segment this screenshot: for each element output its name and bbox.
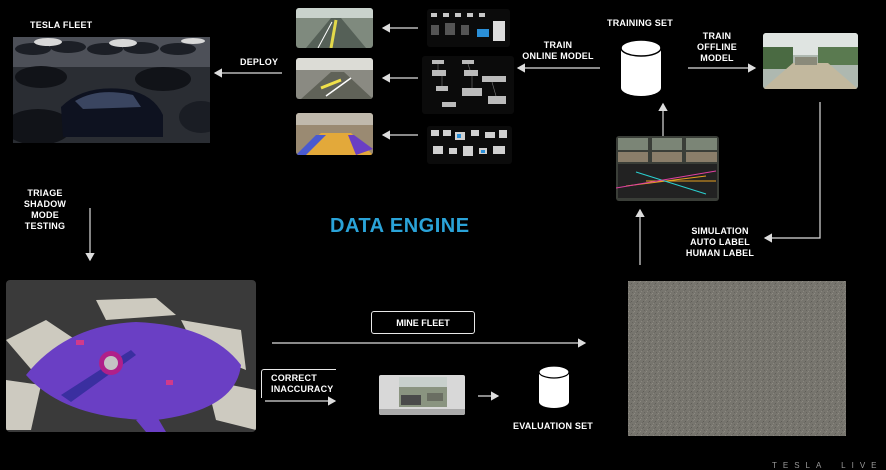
tesla-fleet-image <box>13 37 210 143</box>
correction-video-frame <box>379 375 465 415</box>
offline-road-image <box>763 33 858 89</box>
simulation-line-1: SIMULATION <box>691 226 749 236</box>
training-set-database-icon <box>620 39 662 96</box>
network-diagram-1 <box>427 9 510 47</box>
network-diagram-2 <box>422 56 514 114</box>
deploy-label: DEPLOY <box>240 57 279 67</box>
evaluation-set-database-icon <box>538 365 570 408</box>
data-engine-title: DATA ENGINE <box>330 215 470 237</box>
triage-line-1: TRIAGE <box>27 188 63 198</box>
training-set-label: TRAINING SET <box>607 18 673 28</box>
train-offline-line-2: OFFLINE <box>697 42 737 52</box>
tesla-fleet-label: TESLA FLEET <box>30 20 93 30</box>
brand-watermark: TESLA LIVE <box>772 461 882 470</box>
3d-reconstruction-image <box>6 280 256 432</box>
mine-fleet-box: MINE FLEET <box>371 311 475 334</box>
correct-line-2: INACCURACY <box>271 384 334 394</box>
triage-label: TRIAGE SHADOW MODE TESTING <box>18 188 72 232</box>
simulation-line-3: HUMAN LABEL <box>685 248 755 258</box>
train-online-line-2: ONLINE MODEL <box>522 51 594 61</box>
network-diagram-3 <box>427 126 512 164</box>
road-view-thumbnail-2 <box>296 58 373 99</box>
train-offline-label: TRAIN OFFLINE MODEL <box>692 31 742 64</box>
simulation-label: SIMULATION AUTO LABEL HUMAN LABEL <box>680 226 760 259</box>
evaluation-set-label: EVALUATION SET <box>513 421 593 431</box>
train-offline-line-1: TRAIN <box>702 31 732 41</box>
road-view-thumbnail-3 <box>296 113 373 155</box>
triage-line-2: SHADOW <box>23 199 67 209</box>
train-online-line-1: TRAIN <box>543 40 573 50</box>
triage-line-4: TESTING <box>24 221 66 231</box>
auto-labeled-collage <box>616 136 719 201</box>
noise-image <box>628 281 846 436</box>
triage-line-3: MODE <box>31 210 59 220</box>
train-offline-line-3: MODEL <box>700 53 734 63</box>
road-view-thumbnail-1 <box>296 8 373 48</box>
correct-line-1: CORRECT <box>271 373 317 383</box>
train-online-label: TRAIN ONLINE MODEL <box>522 40 594 62</box>
simulation-line-2: AUTO LABEL <box>690 237 750 247</box>
simulation-arrow <box>763 102 821 243</box>
brand-right: LIVE <box>841 461 883 470</box>
brand-left: TESLA <box>772 461 827 470</box>
correct-inaccuracy-box: CORRECT INACCURACY <box>261 369 336 398</box>
